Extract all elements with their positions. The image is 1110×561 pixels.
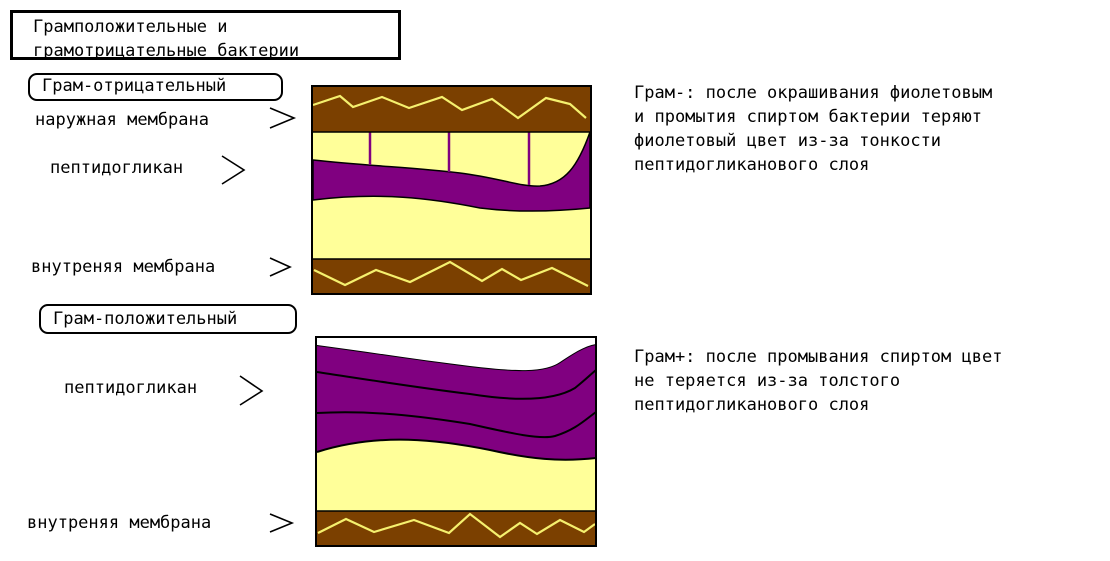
gram-negative-header: Грам-отрицательный	[28, 73, 283, 101]
gram-positive-header-label: Грам-положительный	[53, 309, 238, 329]
gram-negative-inner-membrane	[311, 258, 592, 295]
arrow-icon	[269, 257, 292, 277]
gram-positive-header: Грам-положительный	[39, 304, 297, 334]
gram-negative-peptidoglycan-layer	[312, 131, 591, 212]
gram-negative-frame	[311, 85, 592, 295]
gram-positive-description-line: Грам+: после промывания спиртом цвет	[634, 347, 1003, 367]
gram-negative-outer-membrane	[311, 85, 592, 133]
gram-negative-outer-membrane-label: наружная мембрана	[35, 110, 209, 130]
membrane-zigzag	[317, 512, 596, 539]
gram-positive-frame	[315, 336, 597, 547]
gram-negative-inner-membrane-label: внутреняя мембрана	[31, 257, 216, 277]
gram-negative-description-line: фиолетовый цвет из-за тонкости	[634, 131, 942, 151]
gram-negative-description-line: пептидогликанового слоя	[634, 155, 870, 175]
gram-positive-exterior	[317, 338, 596, 371]
arrow-icon	[221, 155, 246, 185]
arrow-icon	[239, 375, 264, 406]
gram-positive-description-line: пептидогликанового слоя	[634, 395, 870, 415]
gram-positive-inner-membrane	[315, 510, 597, 547]
arrow-icon	[269, 107, 297, 129]
gram-negative-header-label: Грам-отрицательный	[42, 76, 227, 96]
gram-positive-peptidoglycan-layer	[317, 344, 596, 460]
gram-positive-peptidoglycan-label: пептидогликан	[64, 378, 198, 398]
membrane-zigzag	[312, 94, 587, 120]
arrow-icon	[269, 513, 295, 533]
title-line-2: грамотрицательные бактерии	[33, 41, 300, 61]
title-line-1: Грамположительные и	[33, 17, 228, 37]
gram-positive-inner-membrane-label: внутреняя мембрана	[27, 513, 212, 533]
membrane-zigzag	[313, 260, 589, 287]
gram-positive-description-line: не теряется из-за толстого	[634, 371, 901, 391]
gram-positive-cell-wall	[315, 336, 597, 547]
gram-negative-cell-wall	[311, 85, 592, 295]
peptidoglycan-sublayer-line	[316, 438, 597, 461]
gram-negative-description-line: и промытия спиртом бактерии теряют	[634, 107, 982, 127]
title-box: Грамположительные и грамотрицательные ба…	[10, 10, 401, 61]
peptidoglycan-sublayer-line	[316, 411, 597, 439]
peptidoglycan-sublayer-line	[316, 369, 597, 400]
gram-negative-description-line: Грам-: после окрашивания фиолетовым	[634, 83, 993, 103]
gram-negative-peptidoglycan-label: пептидогликан	[50, 158, 184, 178]
